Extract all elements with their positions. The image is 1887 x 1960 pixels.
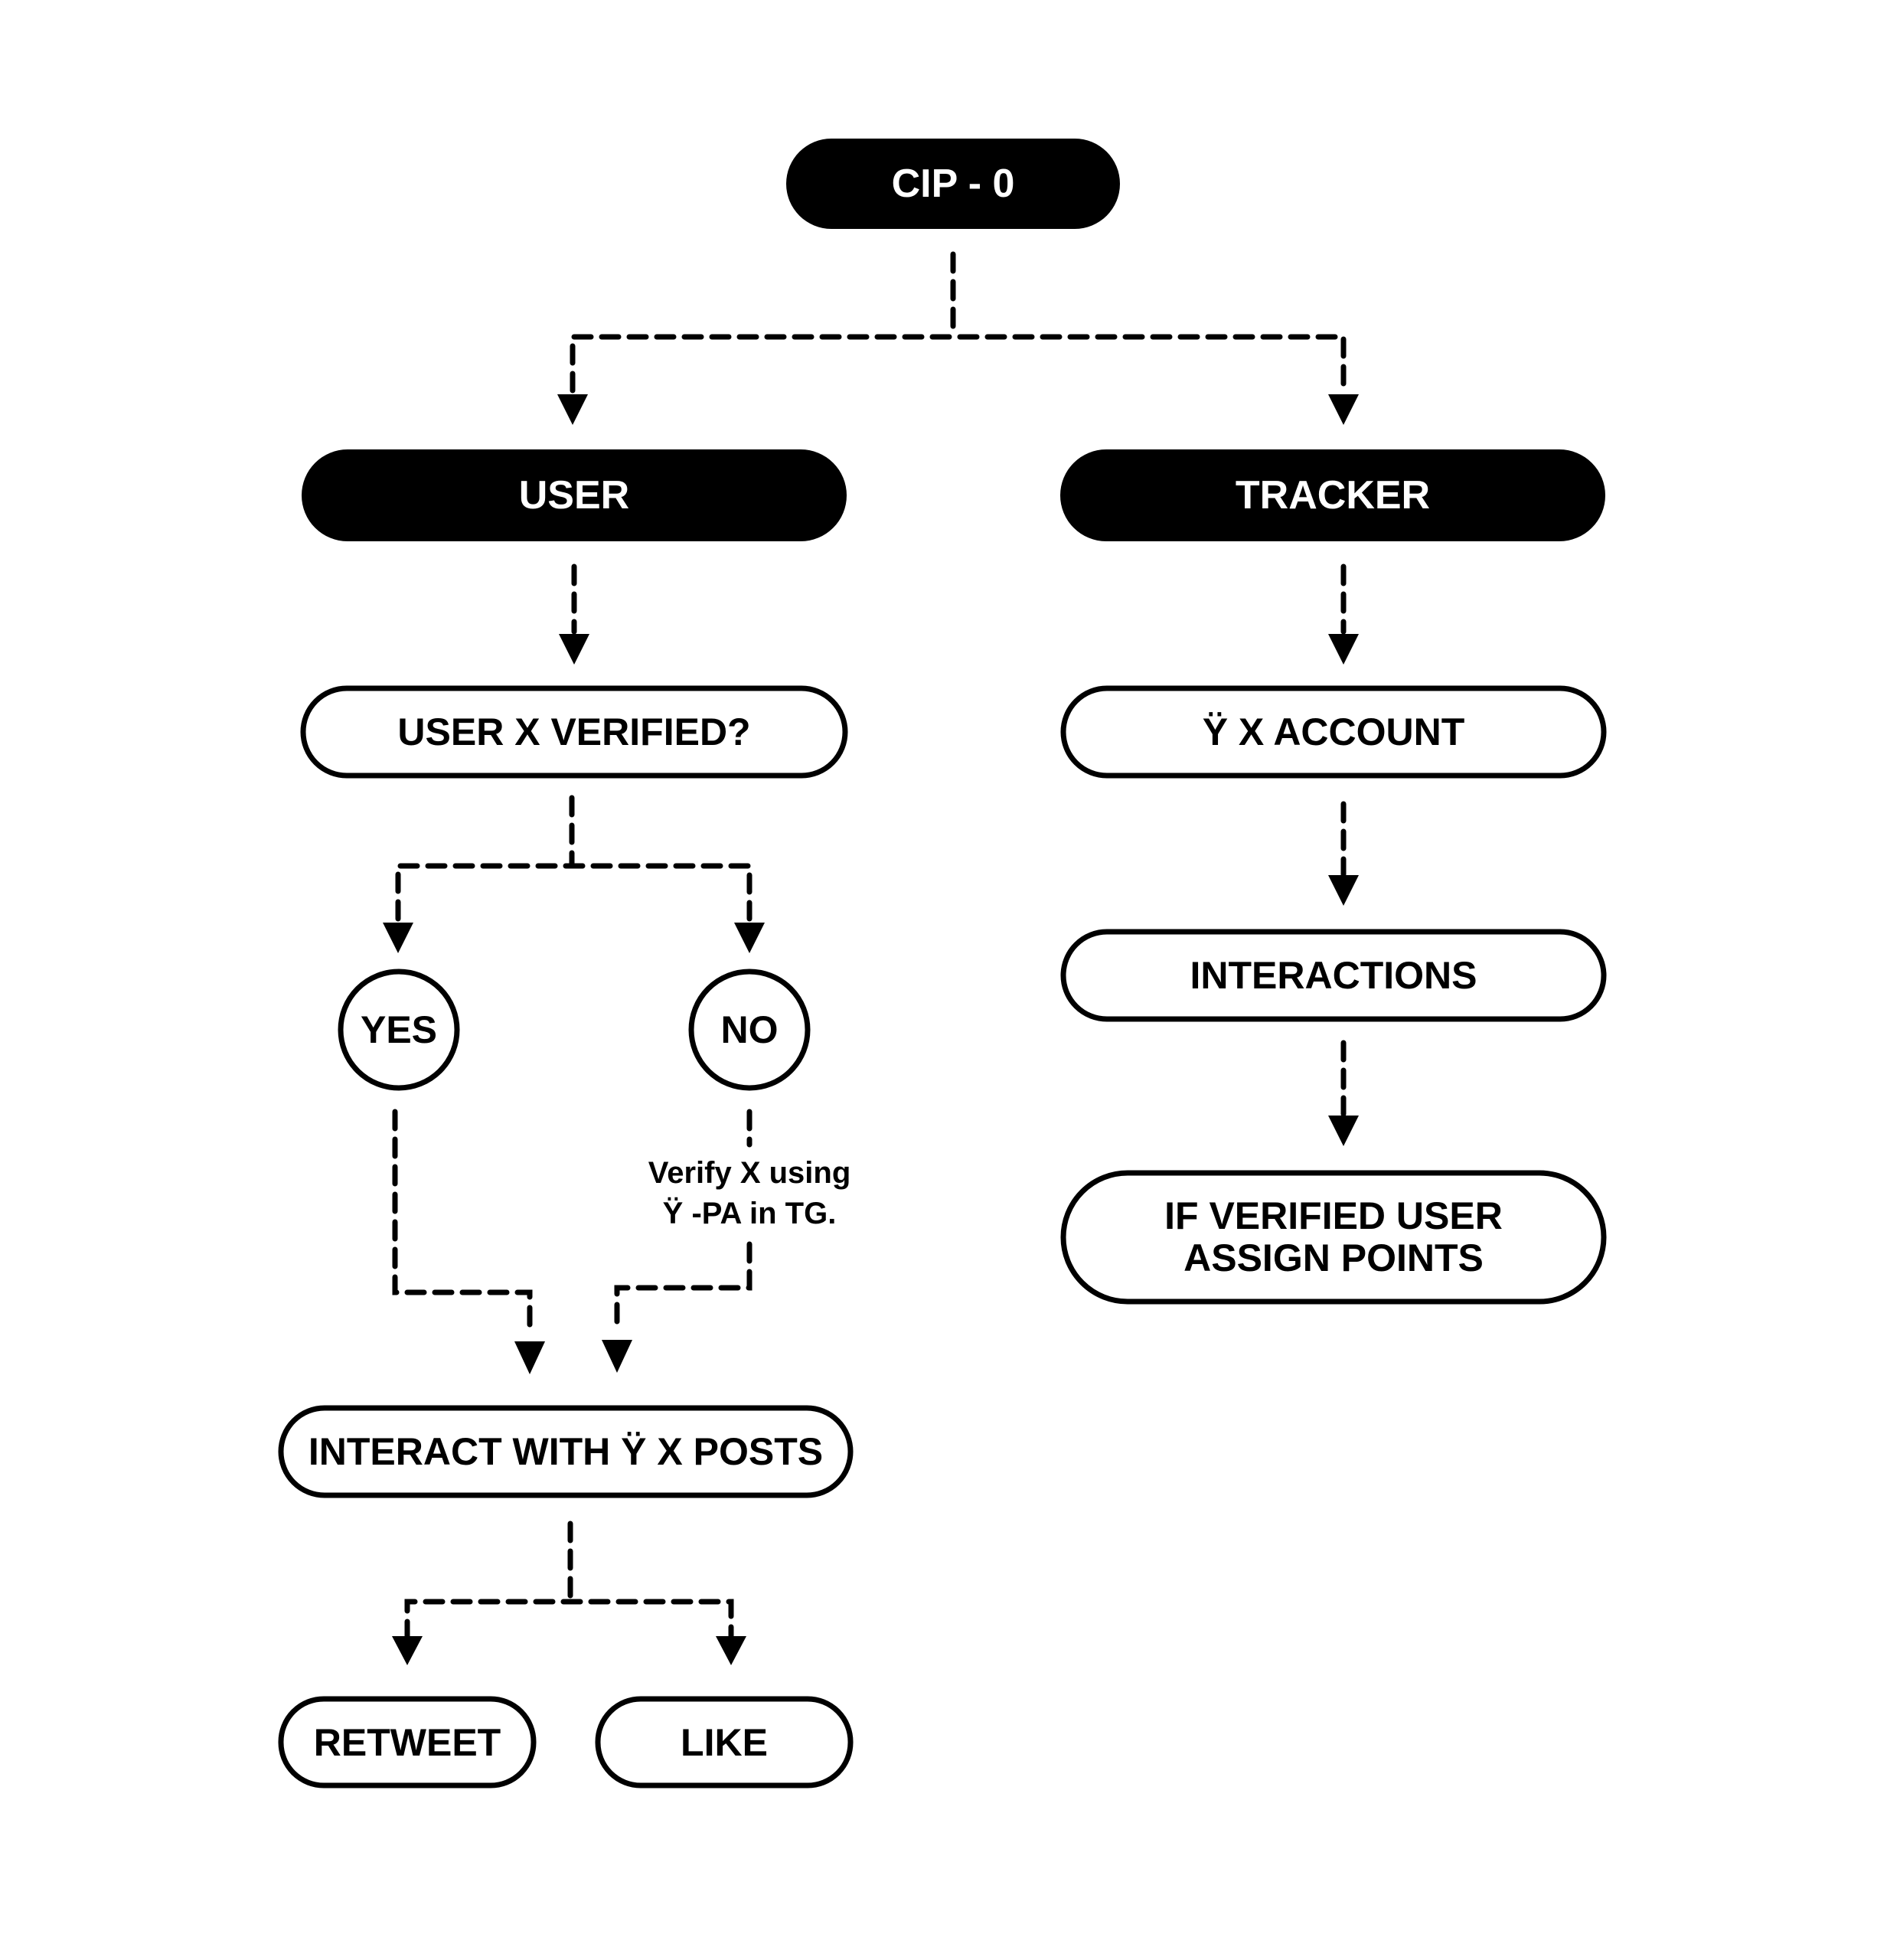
- arrow-to-final-icon: [1328, 1116, 1359, 1146]
- node-user-label: USER: [519, 473, 629, 518]
- node-no[interactable]: NO: [688, 969, 811, 1091]
- node-retweet-label: RETWEET: [314, 1721, 501, 1764]
- connectors: [383, 251, 1359, 1665]
- connector-question-split: [395, 863, 753, 922]
- node-like[interactable]: LIKE: [595, 1696, 854, 1788]
- node-tracker[interactable]: TRACKER: [1060, 449, 1605, 541]
- node-interactions[interactable]: INTERACTIONS: [1060, 929, 1607, 1022]
- node-root-label: CIP - 0: [892, 162, 1015, 206]
- connector-root-split: [570, 334, 1347, 394]
- node-user-verified-question[interactable]: USER X VERIFIED?: [300, 685, 848, 779]
- note-line-1: Verify X using: [648, 1156, 851, 1190]
- arrow-to-tracker-icon: [1328, 394, 1359, 425]
- arrow-to-account-icon: [1328, 634, 1359, 665]
- note-line-2: Ÿ -PA in TG.: [663, 1197, 837, 1230]
- arrow-to-question-icon: [559, 634, 589, 665]
- node-assign-points[interactable]: IF VERIFIED USER ASSIGN POINTS: [1060, 1170, 1607, 1305]
- arrow-to-user-icon: [557, 394, 588, 425]
- node-interact-label: INTERACT WITH Ÿ X POSTS: [309, 1430, 823, 1473]
- no-branch-note: Verify X using Ÿ -PA in TG.: [648, 1156, 851, 1230]
- connector-yes-interact: [392, 1109, 533, 1335]
- arrow-to-like-icon: [716, 1636, 746, 1665]
- node-yes[interactable]: YES: [338, 969, 460, 1091]
- arrow-to-no-icon: [734, 923, 765, 953]
- arrow-to-retweet-icon: [392, 1636, 423, 1665]
- arrow-yes-to-interact-icon: [514, 1341, 545, 1374]
- node-retweet[interactable]: RETWEET: [278, 1696, 537, 1788]
- node-final-label-line-1: IF VERIFIED USER: [1164, 1194, 1503, 1237]
- node-yes-label: YES: [361, 1008, 437, 1051]
- node-account[interactable]: Ÿ X ACCOUNT: [1060, 685, 1607, 779]
- node-root[interactable]: CIP - 0: [786, 139, 1120, 229]
- node-tracker-label: TRACKER: [1236, 473, 1430, 518]
- node-final-label-line-2: ASSIGN POINTS: [1183, 1236, 1484, 1279]
- node-no-label: NO: [721, 1008, 779, 1051]
- connector-note-interact: [614, 1241, 753, 1334]
- node-account-label: Ÿ X ACCOUNT: [1203, 710, 1465, 753]
- node-interact[interactable]: INTERACT WITH Ÿ X POSTS: [278, 1405, 854, 1498]
- node-user[interactable]: USER: [302, 449, 847, 541]
- node-question-label: USER X VERIFIED?: [397, 710, 750, 753]
- connector-interact-split: [404, 1599, 734, 1642]
- node-interactions-label: INTERACTIONS: [1190, 954, 1477, 997]
- arrow-to-yes-icon: [383, 923, 413, 953]
- arrow-no-to-interact-icon: [602, 1340, 632, 1373]
- node-like-label: LIKE: [681, 1721, 768, 1764]
- arrow-to-interactions-icon: [1328, 875, 1359, 906]
